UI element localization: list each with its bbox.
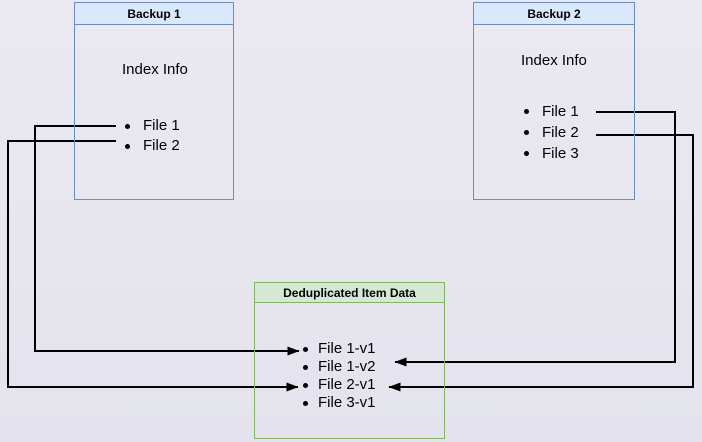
backup1-index-info-label: Index Info [122,61,188,78]
list-item: File 2 [125,136,180,156]
deduplicated-item-data-title: Deduplicated Item Data [255,283,444,303]
backup2-title: Backup 2 [474,3,634,25]
list-item: File 3 [524,143,579,164]
backup2-index-info-label: Index Info [521,52,587,69]
list-item: File 1-v1 [303,340,376,358]
list-item: File 3-v1 [303,394,376,412]
list-item: File 1 [125,116,180,136]
list-item: File 1-v2 [303,358,376,376]
backup1-title: Backup 1 [75,3,233,25]
list-item: File 2-v1 [303,376,376,394]
list-item: File 1 [524,101,579,122]
list-item: File 2 [524,122,579,143]
